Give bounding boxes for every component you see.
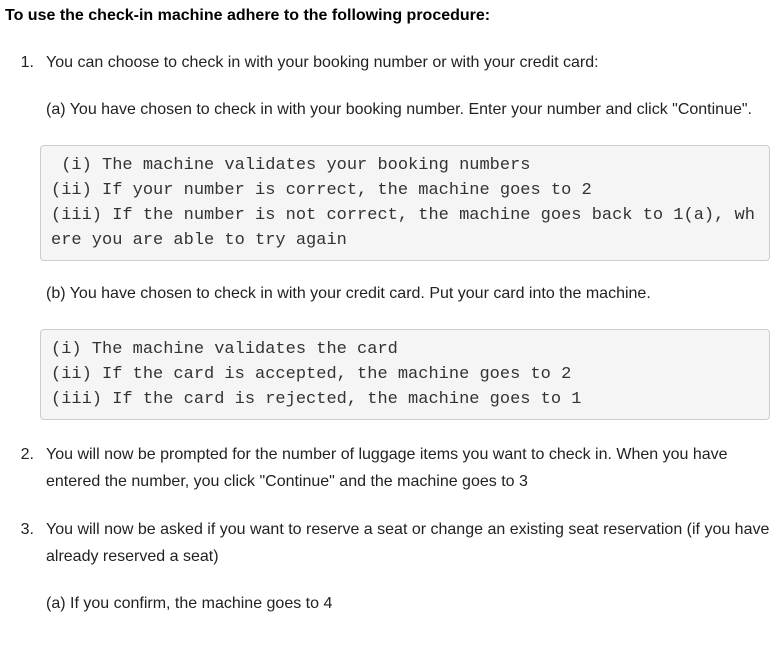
list-item-step-1: 1. You can choose to check in with your …	[21, 49, 772, 420]
step-1-text: You can choose to check in with your boo…	[46, 54, 599, 71]
step-1b-text: (b) You have chosen to check in with you…	[46, 285, 651, 302]
list-item-step-3: 3. You will now be asked if you want to …	[21, 516, 772, 617]
page-title: To use the check-in machine adhere to th…	[5, 7, 491, 24]
procedure-list: 1. You can choose to check in with your …	[5, 49, 772, 617]
step-3-text: You will now be asked if you want to res…	[46, 521, 770, 565]
step-number: 3.	[20, 521, 34, 538]
list-item-step-2: 2. You will now be prompted for the numb…	[21, 441, 772, 495]
code-block-booking-validation: (i) The machine validates your booking n…	[40, 145, 770, 261]
step-number: 2.	[20, 446, 34, 463]
step-3a-text: (a) If you confirm, the machine goes to …	[46, 595, 333, 612]
step-1a-text: (a) You have chosen to check in with you…	[46, 101, 752, 118]
step-2-text: You will now be prompted for the number …	[46, 446, 728, 490]
step-number: 1.	[20, 54, 34, 71]
code-block-card-validation: (i) The machine validates the card (ii) …	[40, 329, 770, 420]
